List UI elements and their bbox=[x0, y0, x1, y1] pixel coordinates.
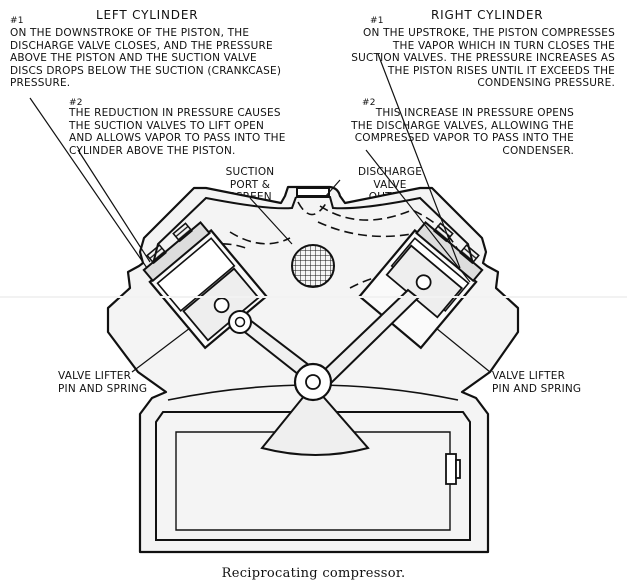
left-note1-text: ON THE DOWNSTROKE OF THE PISTON, THE DIS… bbox=[10, 27, 282, 89]
figure-caption: Reciprocating compressor. bbox=[221, 566, 406, 581]
right-cylinder-title: RIGHT CYLINDER bbox=[431, 8, 544, 22]
left-note1-number: #1 bbox=[10, 16, 24, 26]
right-note2-number: #2 bbox=[362, 98, 376, 108]
valve-lifter-left-label: VALVE LIFTER PIN AND SPRING bbox=[58, 370, 148, 395]
crankcase-inner-wall bbox=[150, 196, 476, 541]
discharge-outlet bbox=[296, 187, 330, 197]
leader-lines bbox=[29, 53, 491, 373]
left-cylinder-title: LEFT CYLINDER bbox=[96, 8, 199, 22]
left-note2-number: #2 bbox=[69, 98, 83, 108]
right-note1-number: #1 bbox=[370, 16, 384, 26]
left-note2-text: THE REDUCTION IN PRESSURE CAUSES THE SUC… bbox=[69, 107, 286, 157]
valve-lifter-right-label: VALVE LIFTER PIN AND SPRING bbox=[492, 370, 582, 395]
right-note1-text: ON THE UPSTROKE, THE PISTON COMPRESSES T… bbox=[351, 27, 615, 89]
crankshaft bbox=[228, 310, 370, 456]
right-note2-text: THIS INCREASE IN PRESSURE OPENS THE DISC… bbox=[351, 107, 574, 157]
side-cover bbox=[445, 453, 461, 485]
suction-screen bbox=[291, 244, 335, 288]
right-cylinder bbox=[358, 221, 484, 350]
